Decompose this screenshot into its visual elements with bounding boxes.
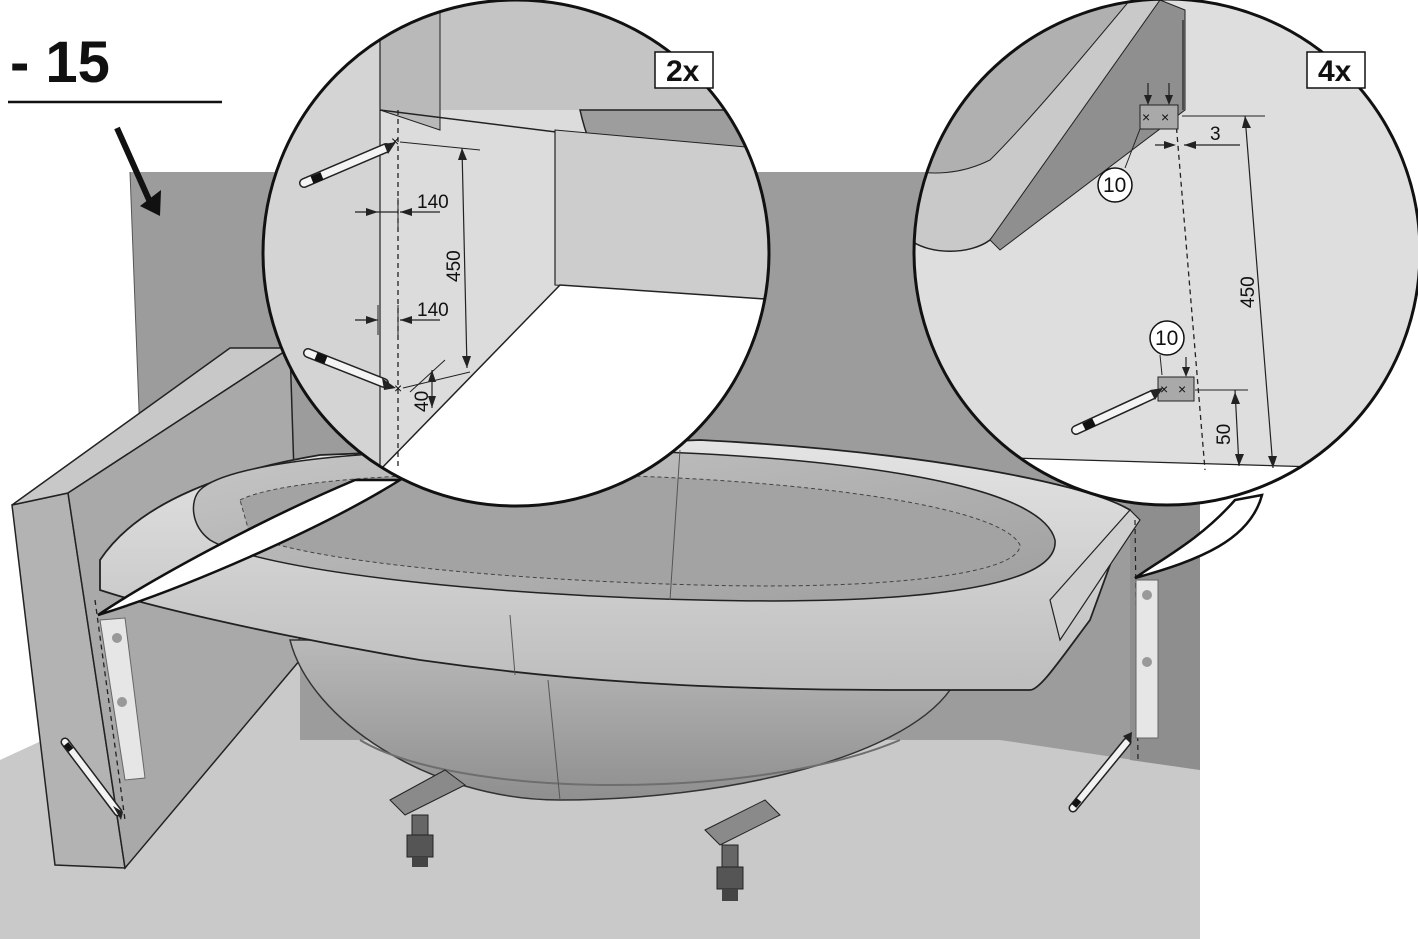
right-bottom-height: 50 (1214, 424, 1235, 445)
spirit-level-icon (99, 617, 146, 781)
right-callout-tail (1134, 493, 1264, 580)
pencil-icon (1071, 388, 1163, 435)
pencil-icon (303, 348, 396, 390)
right-offset: 3 (1210, 124, 1221, 145)
svg-text:×: × (1142, 109, 1150, 125)
step-header: - 15 (8, 30, 222, 216)
adjustable-foot-icon (704, 799, 781, 901)
right-vertical-spacing: 450 (1238, 276, 1259, 308)
down-arrow-icon (114, 126, 161, 216)
pencil-icon (60, 737, 123, 820)
adjustable-foot-icon (389, 769, 466, 867)
pencil-icon (1068, 732, 1132, 813)
right-multiplier: 4x (1318, 55, 1352, 88)
part-number-bottom: 10 (1155, 327, 1178, 350)
left-upper-offset: 140 (417, 192, 449, 213)
svg-text:×: × (394, 380, 402, 396)
step-number: - 15 (10, 30, 110, 95)
left-multiplier: 2x (666, 55, 700, 88)
left-bottom-height: 40 (412, 391, 433, 412)
svg-text:×: × (391, 133, 399, 149)
svg-text:×: × (1161, 109, 1169, 125)
svg-text:×: × (1160, 381, 1168, 397)
left-callout-tail (97, 478, 405, 617)
svg-text:×: × (1178, 381, 1186, 397)
part-number-top: 10 (1103, 174, 1126, 197)
left-vertical-spacing: 450 (444, 250, 465, 282)
spirit-level-icon (1135, 579, 1159, 739)
left-lower-offset: 140 (417, 300, 449, 321)
pencil-icon (299, 142, 396, 188)
